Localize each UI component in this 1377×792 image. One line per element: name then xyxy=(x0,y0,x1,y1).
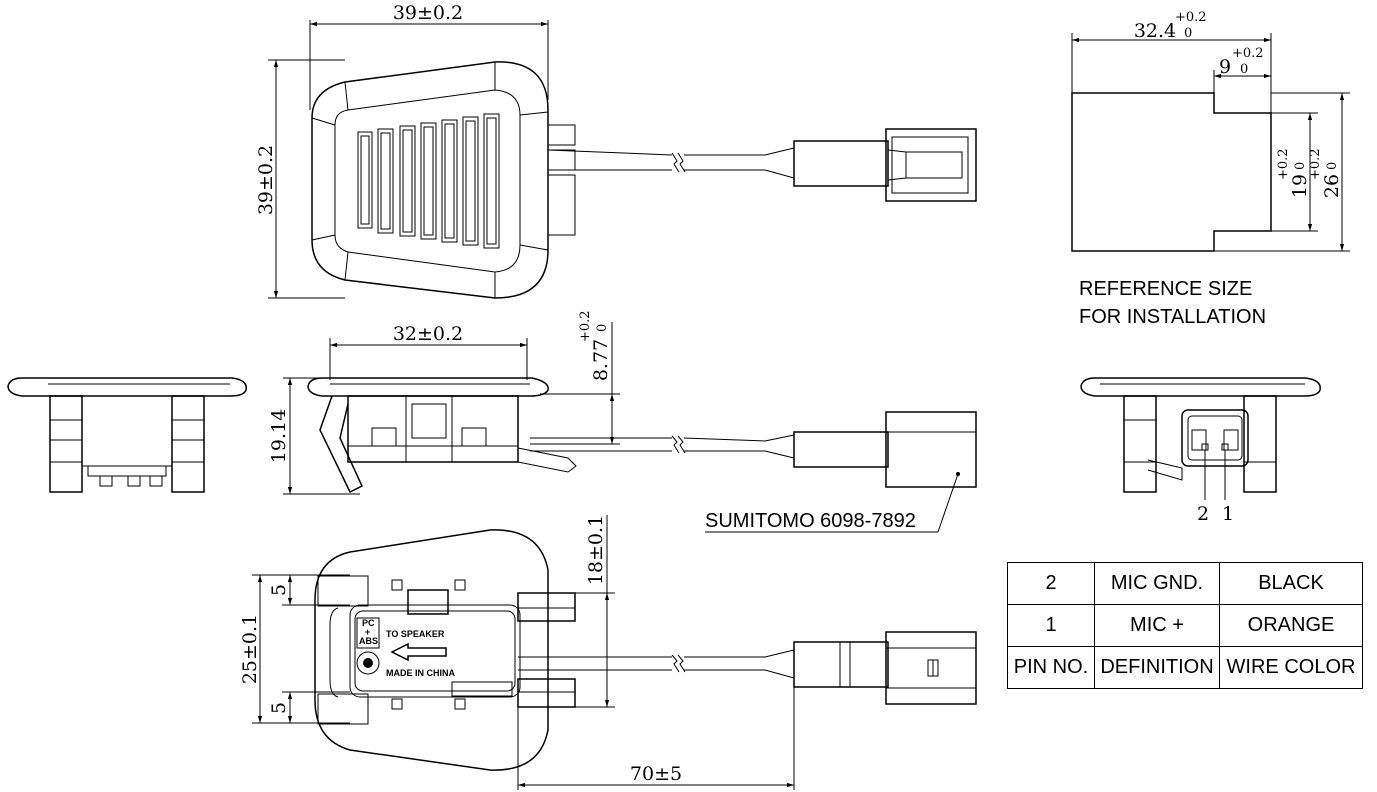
pin-header: PIN NO. xyxy=(1007,646,1095,689)
grille xyxy=(357,113,500,249)
direction-marking: TO SPEAKER xyxy=(386,629,445,639)
table-row: 1 MIC + ORANGE xyxy=(1007,604,1363,647)
wire-color-header: WIRE COLOR xyxy=(1219,646,1363,689)
side-housing xyxy=(307,377,549,397)
flange-depth-dim: 8.77 xyxy=(590,339,612,381)
table-header-row: PIN NO. DEFINITION WIRE COLOR xyxy=(1007,646,1363,689)
pin-cell: 1 xyxy=(1007,604,1095,647)
side-width-dim: 32±0.2 xyxy=(393,323,463,345)
cutout-outer-height-tol-upper: +0.2 xyxy=(1308,148,1323,180)
wire-color-cell: BLACK xyxy=(1219,562,1363,605)
pin-table: 2 MIC GND. BLACK 1 MIC + ORANGE PIN NO. … xyxy=(1007,562,1363,689)
pin-label-1: 1 xyxy=(1222,503,1234,525)
cutout-shape xyxy=(1071,92,1272,252)
cutout-width-tol-lower: 0 xyxy=(1184,26,1192,41)
connector-label: SUMITOMO 6098-7892 xyxy=(705,510,916,532)
pin-cell: 2 xyxy=(1007,562,1095,605)
bottom-connector xyxy=(793,641,889,688)
bottom-edge-top-dim: 5 xyxy=(268,584,290,596)
cutout-notch-dim: 9 xyxy=(1219,56,1231,78)
bottom-total-dim: 25±0.1 xyxy=(239,614,261,684)
date-code-dial xyxy=(356,651,380,675)
top-height-dim: 39±0.2 xyxy=(255,145,277,215)
side-view: 32±0.2 19.14 8.77 +0.2 0 xyxy=(268,310,977,533)
wire-color-cell: ORANGE xyxy=(1219,604,1363,647)
cutout-reference: 32.4 +0.2 0 9 +0.2 0 19 +0.2 0 26 +0.2 0… xyxy=(1071,10,1350,328)
top-housing xyxy=(311,61,549,299)
cutout-notch-tol-upper: +0.2 xyxy=(1232,46,1264,61)
pin-label-2: 2 xyxy=(1197,503,1209,525)
material-plus: + xyxy=(365,627,370,637)
right-end-view: 2 1 xyxy=(1080,377,1321,525)
definition-cell: MIC GND. xyxy=(1094,562,1220,605)
side-connector xyxy=(793,431,889,468)
cutout-outer-height-dim: 26 xyxy=(1321,174,1343,198)
connector-port xyxy=(1181,409,1249,467)
cable-length-dim: 70±5 xyxy=(630,763,682,785)
bottom-housing xyxy=(314,529,549,771)
material-top: PC xyxy=(362,618,375,628)
bottom-view: 25±0.1 5 5 18±0.1 70±5 PC + ABS TO SP xyxy=(239,515,977,790)
side-height-dim: 19.14 xyxy=(268,409,290,463)
cutout-inner-height-tol-lower: 0 xyxy=(1293,162,1308,170)
cutout-notch-tol-lower: 0 xyxy=(1240,62,1248,77)
cutout-width-tol-upper: +0.2 xyxy=(1175,10,1207,25)
cutout-width-dim: 32.4 xyxy=(1134,20,1176,42)
cutout-note-line1: REFERENCE SIZE xyxy=(1079,278,1252,300)
cutout-inner-height-tol-upper: +0.2 xyxy=(1276,148,1291,180)
material-bottom: ABS xyxy=(359,636,378,646)
left-end-view xyxy=(7,377,247,493)
top-view: 39±0.2 39±0.2 xyxy=(255,2,977,299)
bottom-tab-dim: 18±0.1 xyxy=(585,515,607,585)
top-connector xyxy=(793,140,889,187)
origin-marking: MADE IN CHINA xyxy=(386,668,455,678)
table-row: 2 MIC GND. BLACK xyxy=(1007,562,1363,605)
bottom-edge-bottom-dim: 5 xyxy=(268,702,290,714)
top-width-dim: 39±0.2 xyxy=(393,2,463,24)
flange-tol-lower: 0 xyxy=(595,324,610,332)
flange-tol-upper: +0.2 xyxy=(578,310,593,342)
cutout-note-line2: FOR INSTALLATION xyxy=(1079,306,1266,328)
definition-cell: MIC + xyxy=(1094,604,1220,647)
cutout-outer-height-tol-lower: 0 xyxy=(1325,162,1340,170)
cutout-inner-height-dim: 19 xyxy=(1289,174,1311,198)
definition-header: DEFINITION xyxy=(1094,646,1220,689)
